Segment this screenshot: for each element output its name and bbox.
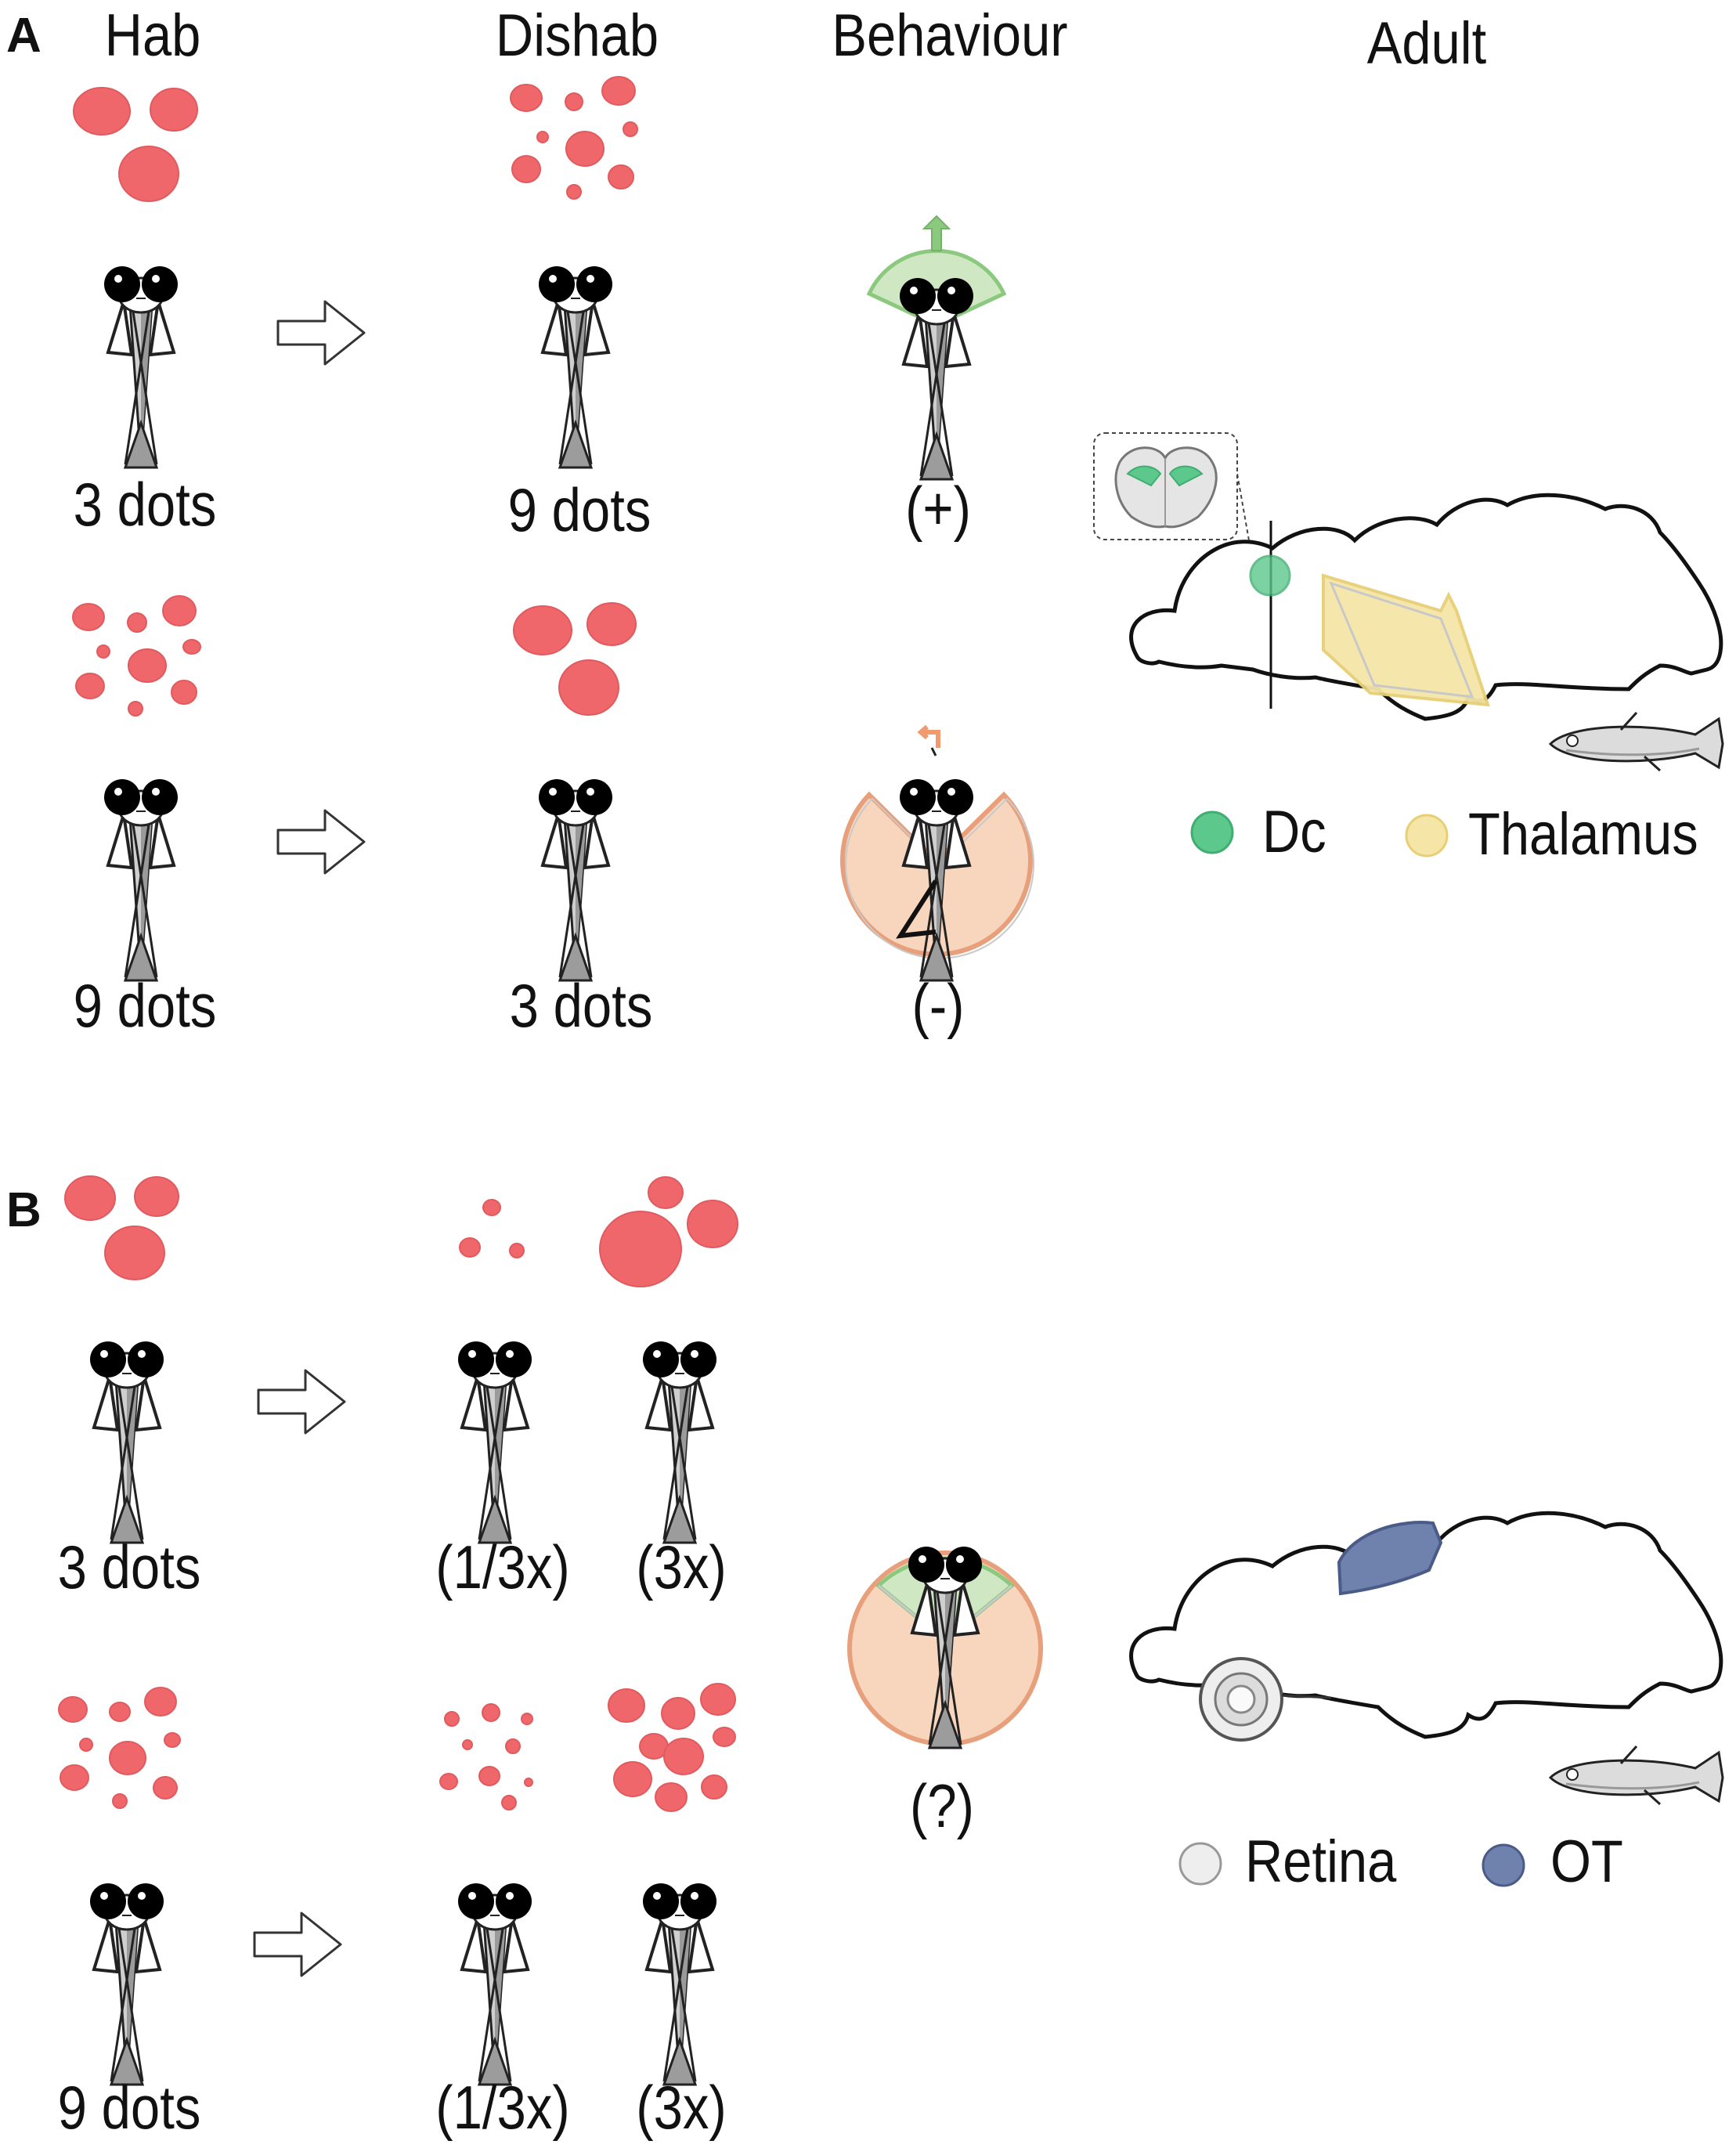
label-b2-large: (3x) (636, 2073, 727, 2142)
approach-behaviour (866, 215, 1007, 481)
larva-b2-hab (88, 1882, 165, 2086)
legend-thalamus-label: Thalamus (1468, 801, 1698, 868)
arrow-b2 (253, 1912, 342, 1977)
larva-b1-small (457, 1340, 533, 1544)
column-header-adult: Adult (1366, 10, 1487, 77)
stimulus-a2-dishab-3-dots (513, 602, 637, 716)
panel-label-a: A (6, 9, 42, 63)
stimulus-b2-large-dots (608, 1683, 736, 1812)
label-b-behaviour: (?) (910, 1771, 974, 1840)
label-a2-dishab: 3 dots (509, 971, 653, 1040)
dc-region (1249, 554, 1291, 597)
approach-arrow-icon (922, 215, 951, 251)
label-a2-hab: 9 dots (73, 971, 217, 1040)
adult-brain-sagittal-b (1129, 1511, 1723, 1742)
legend-dc-label: Dc (1262, 799, 1326, 865)
label-b1-small: (1/3x) (435, 1532, 570, 1601)
adult-brain-sagittal-a (1093, 432, 1723, 721)
larva-a2-hab (103, 778, 179, 982)
stimulus-a1-dishab-9-dots (510, 76, 638, 200)
unknown-behaviour (847, 1545, 1043, 1749)
thalamus-region (1322, 573, 1490, 707)
legend-ot-label: OT (1550, 1829, 1623, 1895)
label-a1-hab: 3 dots (73, 470, 217, 539)
label-b1-hab: 3 dots (57, 1532, 201, 1601)
label-b2-hab: 9 dots (57, 2073, 201, 2142)
ot-region (1337, 1521, 1443, 1596)
label-a1-dishab: 9 dots (507, 475, 651, 544)
arrow-a1 (276, 300, 366, 366)
ot-legend-icon (1482, 1843, 1525, 1887)
avoid-behaviour (840, 724, 1034, 982)
stimulus-b2-small-dots (439, 1703, 533, 1810)
larva-b2-large (641, 1882, 718, 2086)
stimulus-a1-hab-3-dots (73, 87, 198, 202)
larva-a1-hab (103, 265, 179, 469)
adult-zebrafish-icon-a (1549, 711, 1724, 772)
dc-legend-icon (1190, 810, 1234, 854)
arrow-b1 (257, 1369, 346, 1435)
larva-b1-large (641, 1340, 718, 1544)
label-b1-large: (3x) (636, 1532, 727, 1601)
stimulus-b1-large-dots (599, 1176, 738, 1287)
column-header-behaviour: Behaviour (832, 2, 1068, 69)
column-header-hab: Hab (104, 2, 201, 69)
legend-retina-label: Retina (1245, 1829, 1397, 1895)
column-header-dishab: Dishab (495, 2, 659, 69)
avoid-turn-arrow-icon (917, 724, 940, 748)
thalamus-legend-icon (1405, 814, 1449, 857)
retina-legend-icon (1178, 1842, 1222, 1886)
stimulus-b1-small-dots (459, 1199, 525, 1258)
label-a2-behaviour: (-) (911, 971, 965, 1040)
stimulus-b2-hab-9-dots (58, 1687, 181, 1809)
label-a1-behaviour: (+) (905, 474, 971, 543)
stimulus-b1-hab-3-dots (64, 1175, 179, 1280)
stimulus-a2-hab-9-dots (72, 595, 201, 717)
larva-b1-hab (88, 1340, 165, 1544)
larva-b2-small (457, 1882, 533, 2086)
panel-label-b: B (6, 1183, 42, 1237)
adult-zebrafish-icon-b (1549, 1745, 1724, 1806)
label-b2-small: (1/3x) (435, 2073, 570, 2142)
arrow-a2 (276, 809, 366, 875)
larva-a2-dishab (537, 778, 614, 982)
larva-a1-dishab (537, 265, 614, 469)
